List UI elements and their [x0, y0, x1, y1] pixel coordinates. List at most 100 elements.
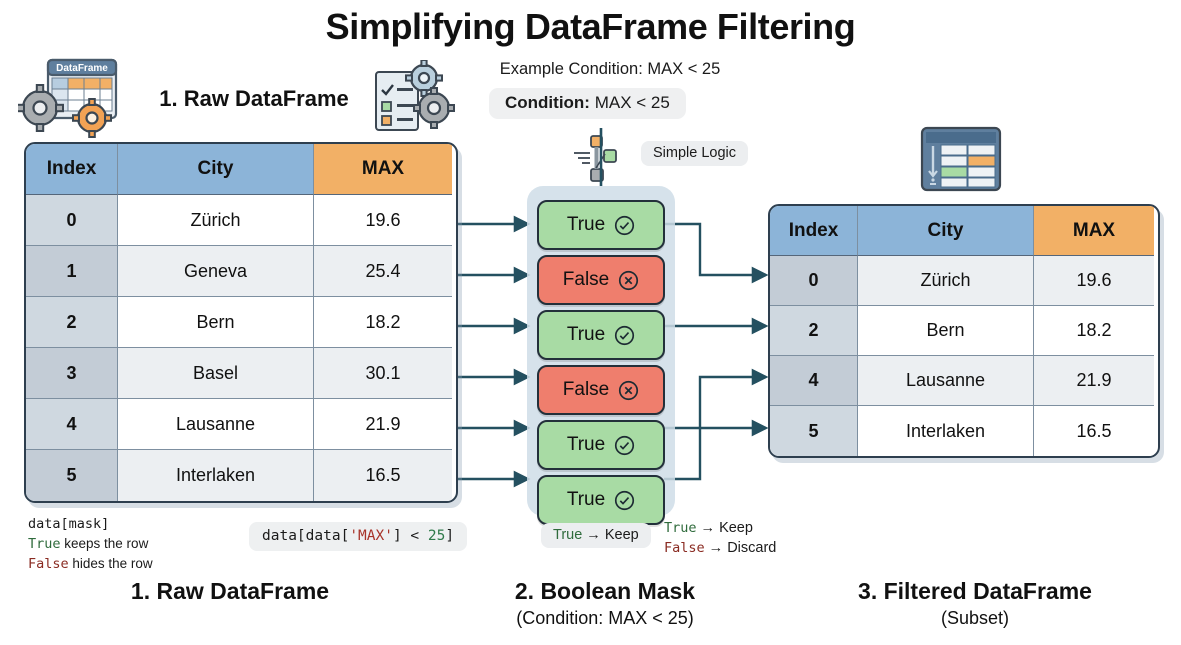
cell-index: 5	[770, 406, 858, 456]
cell-max: 25.4	[314, 246, 452, 297]
logic-flow-icon	[572, 128, 620, 188]
table-row[interactable]: 1 Geneva 25.4	[26, 246, 456, 297]
caption-2-sub: (Condition: MAX < 25)	[516, 608, 694, 628]
cell-max: 21.9	[314, 399, 452, 450]
keep-rest: → Keep	[582, 527, 639, 543]
table-row[interactable]: 3 Basel 30.1	[26, 348, 456, 399]
condition-value: MAX < 25	[589, 93, 670, 112]
condition-key: Condition:	[505, 93, 590, 112]
cell-index: 2	[26, 297, 118, 348]
table-row[interactable]: 2 Bern 18.2	[770, 306, 1158, 356]
cell-index: 0	[770, 256, 858, 306]
column-header-index: Index	[26, 144, 118, 195]
page-title: Simplifying DataFrame Filtering	[325, 6, 856, 47]
false-hides-text: hides the row	[68, 556, 153, 571]
cell-max: 18.2	[1034, 306, 1154, 356]
mask-label: False	[562, 269, 610, 290]
cell-max: 19.6	[314, 195, 452, 246]
cell-index: 1	[26, 246, 118, 297]
legend-false-rest: → Discard	[704, 540, 777, 556]
table-row[interactable]: 5 Interlaken 16.5	[26, 450, 456, 501]
cell-index: 3	[26, 348, 118, 399]
cell-max: 21.9	[1034, 356, 1154, 406]
legend-false-word: False	[664, 540, 705, 556]
cell-max: 19.6	[1034, 256, 1154, 306]
cell-index: 2	[770, 306, 858, 356]
code-part-a: data[data[	[262, 528, 350, 544]
mask-chip[interactable]: False	[537, 365, 665, 415]
false-hides-note: False hides the row	[28, 554, 153, 574]
check-circle-icon	[615, 325, 635, 345]
cell-max: 16.5	[1034, 406, 1154, 456]
table-row[interactable]: 0 Zürich 19.6	[26, 195, 456, 246]
cell-max: 18.2	[314, 297, 452, 348]
legend-false-row: False → Discard	[664, 538, 776, 558]
cell-index: 0	[26, 195, 118, 246]
filter-code-chip: data[data['MAX'] < 25]	[249, 522, 468, 551]
caption-1-main: 1. Raw DataFrame	[130, 578, 330, 604]
caption-step-1: 1. Raw DataFrame	[30, 576, 430, 606]
legend-true-word: True	[664, 520, 697, 536]
cell-city: Zürich	[118, 195, 314, 246]
check-circle-icon	[615, 490, 635, 510]
data-mask-expression: data[mask]	[28, 516, 110, 532]
table-row[interactable]: 4 Lausanne 21.9	[26, 399, 456, 450]
table-row[interactable]: 0 Zürich 19.6	[770, 256, 1158, 306]
example-condition-text: Example Condition: MAX < 25	[499, 60, 721, 78]
table-header-row: Index City MAX	[770, 206, 1158, 256]
code-number: 25	[427, 528, 446, 544]
x-circle-icon	[619, 380, 639, 400]
caption-2-main: 2. Boolean Mask	[514, 578, 696, 604]
caption-step-3: 3. Filtered DataFrame (Subset)	[795, 576, 1155, 630]
code-string: 'MAX'	[349, 528, 393, 544]
true-keeps-note: True keeps the row	[28, 534, 153, 554]
code-part-b: ] <	[392, 528, 428, 544]
caption-3-main: 3. Filtered DataFrame	[858, 578, 1092, 604]
legend-true-row: True → Keep	[664, 518, 776, 538]
cell-max: 16.5	[314, 450, 452, 501]
filtered-result-icon	[908, 124, 1012, 194]
mask-chip[interactable]: True	[537, 310, 665, 360]
simple-logic-chip: Simple Logic	[641, 141, 749, 166]
legend-true-rest: → Keep	[696, 520, 753, 536]
cell-index: 5	[26, 450, 118, 501]
column-header-max: MAX	[314, 144, 452, 195]
table-row[interactable]: 4 Lausanne 21.9	[770, 356, 1158, 406]
x-circle-icon	[619, 270, 639, 290]
condition-chip: Condition: MAX < 25	[489, 88, 686, 119]
mask-label: True	[566, 434, 606, 455]
column-header-city: City	[858, 206, 1034, 256]
mask-chip[interactable]: False	[537, 255, 665, 305]
table-header-row: Index City MAX	[26, 144, 456, 195]
mask-label: True	[566, 489, 606, 510]
boolean-mask-list: True False True False True True	[537, 200, 665, 530]
mask-label: True	[566, 214, 606, 235]
mask-chip[interactable]: True	[537, 420, 665, 470]
svg-text:DataFrame: DataFrame	[56, 63, 108, 74]
column-header-index: Index	[770, 206, 858, 256]
cell-index: 4	[26, 399, 118, 450]
column-header-city: City	[118, 144, 314, 195]
cell-city: Lausanne	[858, 356, 1034, 406]
mask-chip[interactable]: True	[537, 200, 665, 250]
step1-heading: 1. Raw DataFrame	[159, 86, 349, 111]
mask-chip[interactable]: True	[537, 475, 665, 525]
column-header-max: MAX	[1034, 206, 1154, 256]
mask-legend: True → Keep False → Discard	[664, 518, 776, 558]
mask-label: True	[566, 324, 606, 345]
caption-3-sub: (Subset)	[940, 608, 1010, 628]
caption-step-2: 2. Boolean Mask (Condition: MAX < 25)	[440, 576, 770, 630]
cell-city: Interlaken	[118, 450, 314, 501]
mask-usage-note: data[mask] True keeps the row False hide…	[28, 515, 153, 574]
true-keeps-text: keeps the row	[60, 536, 149, 551]
cell-index: 4	[770, 356, 858, 406]
filtered-dataframe-table: Index City MAX 0 Zürich 19.6 2 Bern 18.2…	[768, 204, 1160, 458]
table-row[interactable]: 5 Interlaken 16.5	[770, 406, 1158, 456]
keep-true-word: True	[553, 527, 583, 543]
raw-dataframe-table: Index City MAX 0 Zürich 19.6 1 Geneva 25…	[24, 142, 458, 503]
cell-city: Lausanne	[118, 399, 314, 450]
cell-city: Interlaken	[858, 406, 1034, 456]
cell-city: Bern	[118, 297, 314, 348]
table-row[interactable]: 2 Bern 18.2	[26, 297, 456, 348]
